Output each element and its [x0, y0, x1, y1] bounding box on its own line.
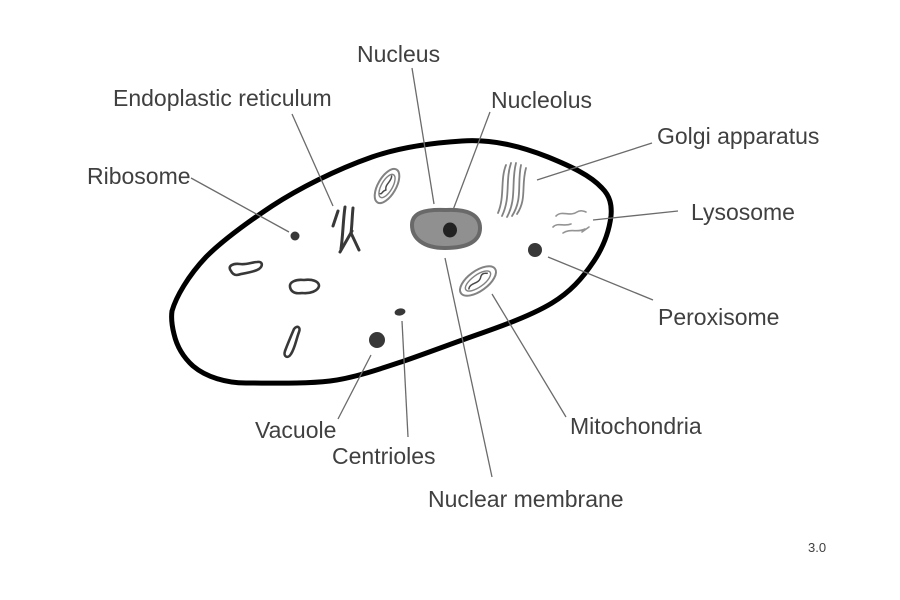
mitochondria-bottom-inner [464, 270, 492, 292]
centrioles-leader-line [401, 320, 409, 438]
mitochondria-top-inner [378, 173, 396, 199]
label-mitochondria: Mitochondria [570, 413, 702, 439]
golgi-stroke-3 [506, 162, 517, 218]
lysosome-shape [552, 210, 590, 234]
cell-membrane-outline [169, 138, 614, 386]
label-peroxisome: Peroxisome [658, 304, 780, 330]
ribosome-shape [290, 231, 300, 241]
label-endoplasmic-reticulum: Endoplastic reticulum [113, 85, 332, 111]
peroxisome-leader-line [547, 256, 654, 301]
label-vacuole: Vacuole [255, 417, 337, 443]
er-stroke-3 [349, 206, 355, 235]
nucleus-leader-line [411, 67, 435, 205]
endoplasmic-reticulum-leader-line [291, 113, 334, 207]
golgi-stroke-2 [501, 162, 512, 217]
label-nuclear-membrane: Nuclear membrane [428, 486, 624, 512]
lysosome-stroke-3 [562, 228, 586, 234]
golgi-stroke-1 [497, 164, 507, 214]
peroxisome-shape [528, 243, 542, 257]
nucleolus-shape [443, 222, 457, 238]
mitochondria-bottom-cristae [468, 272, 488, 290]
lysosome-leader-line [592, 210, 679, 221]
mitochondria-leader-line [491, 293, 567, 418]
nucleolus-leader-line [449, 111, 491, 219]
vacuole-leader-line [337, 354, 372, 420]
label-nucleolus: Nucleolus [491, 87, 592, 113]
mitochondria-top-shape [373, 167, 401, 205]
cisterna-blob-1 [228, 260, 264, 277]
mitochondria-bottom-outer [459, 265, 497, 297]
golgi-leader-line [536, 142, 653, 181]
golgi-apparatus-shape [497, 162, 527, 218]
cisterna-blob-3 [283, 325, 301, 359]
golgi-stroke-4 [511, 164, 522, 217]
er-stroke-5 [338, 229, 354, 254]
label-lysosome: Lysosome [691, 199, 795, 225]
nuclear-membrane-leader-line [444, 257, 493, 478]
golgi-stroke-5 [516, 167, 527, 215]
lysosome-stroke-1 [555, 210, 587, 217]
er-stroke-2 [339, 205, 347, 251]
label-ribosome: Ribosome [87, 163, 191, 189]
ribosome-leader-line [190, 177, 290, 233]
version-text: 3.0 [808, 540, 827, 555]
mitochondria-top-cristae [379, 175, 393, 195]
label-nucleus: Nucleus [357, 41, 441, 67]
label-centrioles: Centrioles [332, 443, 436, 469]
vacuole-shape [369, 332, 385, 348]
mitochondria-bottom-shape [459, 265, 497, 297]
er-stroke-4 [349, 231, 361, 252]
er-stroke-1 [331, 209, 340, 228]
mitochondria-top-outer [373, 167, 401, 205]
label-golgi-apparatus: Golgi apparatus [657, 123, 820, 149]
lysosome-stroke-2 [552, 223, 572, 228]
cisterna-blob-2 [288, 278, 321, 295]
endoplasmic-reticulum-shape [331, 205, 361, 254]
centriole-shape [394, 308, 406, 316]
lysosome-stroke-4 [581, 226, 590, 233]
